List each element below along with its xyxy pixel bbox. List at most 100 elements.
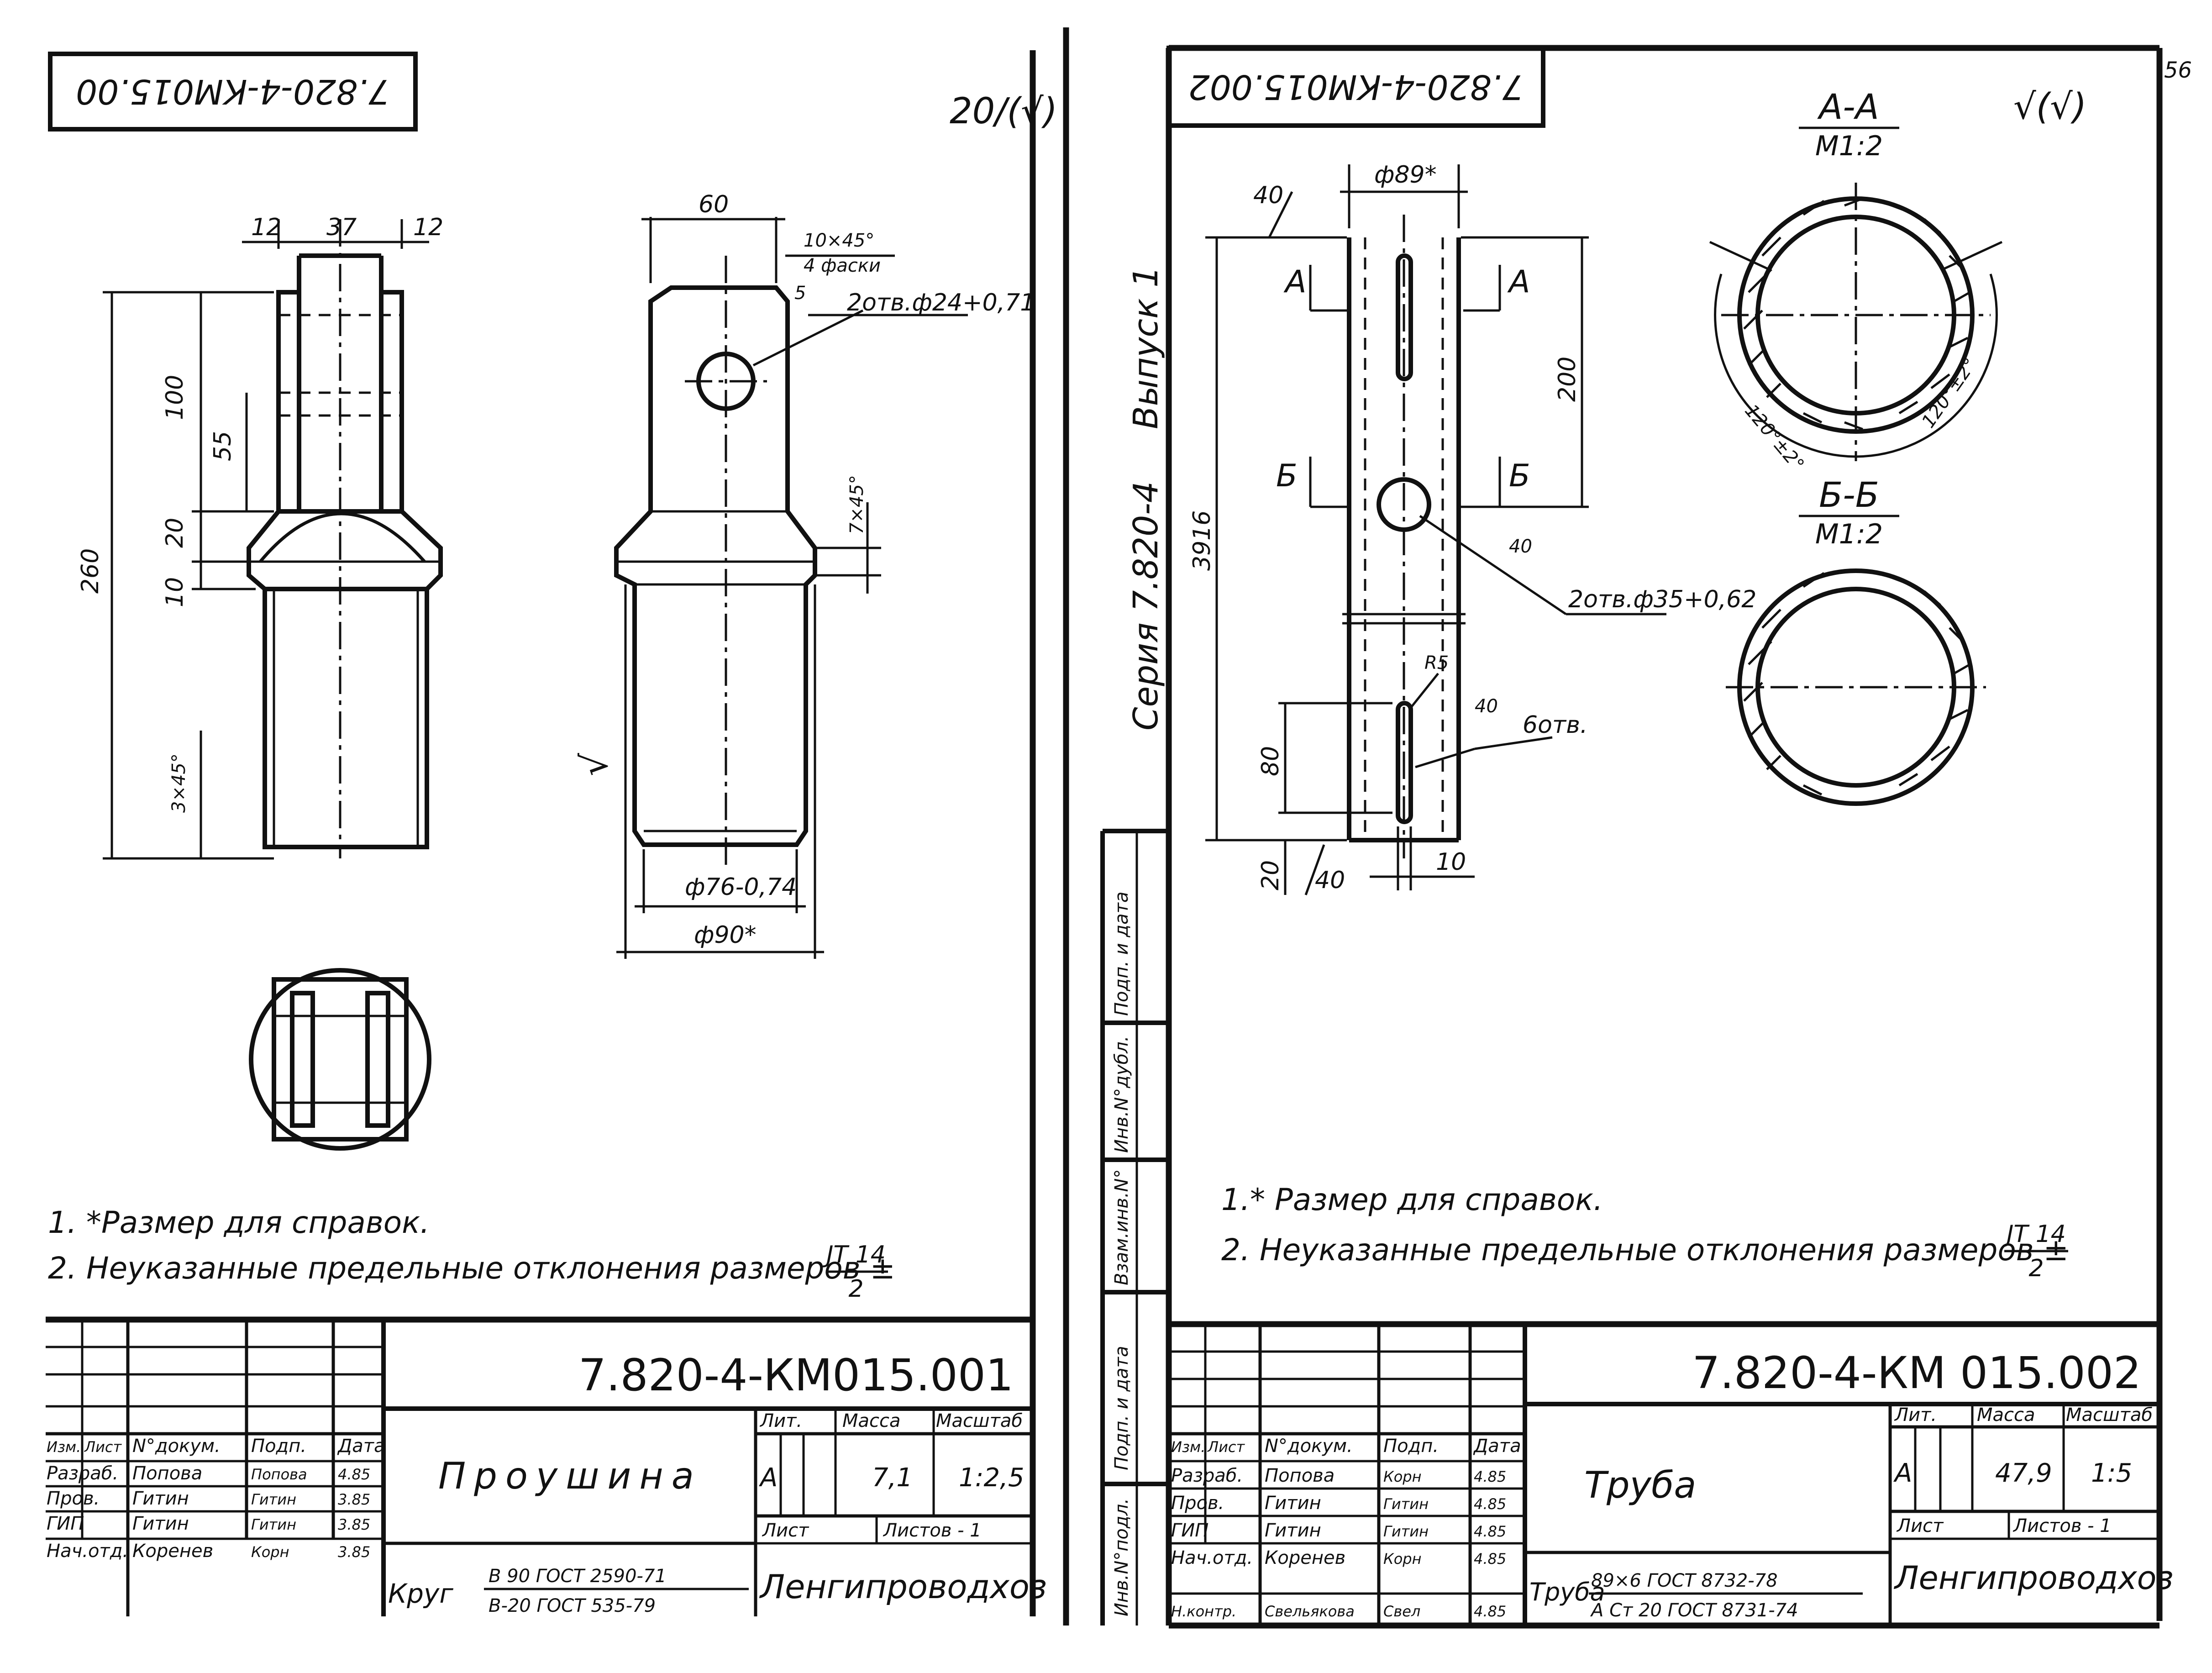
slot-callout-6: 6отв.: [1523, 711, 1587, 739]
left-sheet-label: Лист: [762, 1520, 809, 1541]
left-hdr-izm: Изм.: [47, 1438, 81, 1456]
left-lit-header: Лит.: [759, 1410, 802, 1431]
right-corner-stamp-box: [1166, 46, 1545, 128]
left-note-2: 2. Неуказанные предельные отклонения раз…: [48, 1251, 895, 1286]
dim-10-right: 10: [1436, 848, 1466, 876]
right-sheet: 56 7.820-4-КМ015.002 √(√) Инв.N°подл. По…: [1100, 45, 2192, 1629]
left-row-sign: Гитин: [251, 1491, 296, 1508]
left-hdr-list: Лист: [84, 1438, 122, 1456]
section-bb-hatch: [1743, 572, 1971, 796]
fork-prong-right-outer: [379, 290, 404, 514]
left-row-name: Попова: [132, 1463, 202, 1484]
binding-series: Серия 7.820-4: [1126, 481, 1166, 731]
dim-3916: 3916: [1188, 510, 1216, 571]
left-sheet: 7.820-4-КМ015.00 20/(√) 1: [46, 27, 1069, 1626]
right-sheets-label: Листов - 1: [2012, 1515, 2112, 1536]
dim-r5: R5: [1424, 652, 1449, 673]
binding-issue: Выпуск 1: [1126, 266, 1166, 429]
right-row-sign: Гитин: [1383, 1495, 1429, 1513]
right-row-role: Пров.: [1171, 1493, 1224, 1514]
section-bb: Б-Б М1:2: [1726, 474, 1986, 806]
left-row-name: Гитин: [132, 1488, 189, 1509]
left-row-date: 4.85: [338, 1466, 370, 1483]
dim-chamfer-3x45: 3×45°: [168, 753, 189, 813]
left-row-date: 3.85: [338, 1491, 370, 1508]
right-corner-stamp: 7.820-4-КМ015.002: [1188, 67, 1524, 106]
section-aa-scale: М1:2: [1815, 130, 1883, 162]
dim-20-right: 20: [1257, 860, 1284, 890]
right-row-date: 4.85: [1474, 1523, 1506, 1540]
left-note-2-den: 2: [848, 1275, 863, 1303]
right-scale-header: Масштаб: [2066, 1405, 2153, 1426]
left-row-sign: Попова: [251, 1466, 307, 1483]
dim-20: 20: [161, 518, 189, 548]
binding-field-inv: Инв.N°подл.: [1111, 1498, 1132, 1616]
right-row-date: 4.85: [1474, 1495, 1506, 1513]
dim-chamfer-7x45: 7×45°: [846, 475, 867, 534]
left-doc-number: 7.820-4-КМ015.001: [578, 1350, 1014, 1401]
hole-callout-24: 2отв.ф24+0,71: [847, 289, 1035, 316]
binding-field-vzam: Взам.инв.N°: [1111, 1169, 1132, 1285]
dim-d89: ф89*: [1374, 161, 1437, 189]
left-note-2-num: JT 14: [822, 1241, 886, 1268]
left-hdr-data: Дата: [337, 1436, 385, 1457]
pipe-slot-bottom: [1396, 701, 1413, 824]
right-row-name: Попова: [1265, 1465, 1335, 1486]
dim-200: 200: [1554, 357, 1581, 402]
dim-40-top: 40: [1253, 182, 1283, 209]
left-hdr-podp: Подп.: [251, 1436, 306, 1457]
dim-80: 80: [1257, 746, 1284, 776]
left-row-sign: Гитин: [251, 1516, 296, 1533]
dim-260: 260: [77, 548, 104, 594]
left-row-role: ГИП: [47, 1513, 84, 1534]
dim-40-bottom: 40: [1315, 867, 1345, 894]
right-hdr-podp: Подп.: [1383, 1436, 1439, 1457]
right-lit-header: Лит.: [1894, 1405, 1937, 1426]
end-view-circle: [249, 968, 431, 1151]
left-material-num: В 90 ГОСТ 2590-71: [489, 1566, 667, 1587]
left-row-sign: Корн: [251, 1543, 289, 1561]
left-corner-stamp-box: [48, 52, 418, 132]
right-row-name: Свельякова: [1265, 1603, 1355, 1620]
right-doc-number: 7.820-4-КМ 015.002: [1692, 1347, 2141, 1399]
right-row-name: Гитин: [1265, 1493, 1321, 1514]
chamfer-note-10x45: 10×45°: [804, 230, 874, 251]
left-material-den: В-20 ГОСТ 535-79: [489, 1595, 656, 1616]
right-hdr-list: Лист: [1207, 1438, 1245, 1456]
left-lit: А: [759, 1463, 778, 1493]
right-row-sign: Корн: [1383, 1468, 1422, 1485]
left-roughness: 20/(√): [950, 91, 1057, 132]
dim-12-right: 12: [413, 214, 443, 241]
dim-d76: ф76-0,74: [685, 873, 797, 901]
right-lit: А: [1893, 1458, 1912, 1488]
right-note-1: 1.* Размер для справок.: [1221, 1182, 1603, 1217]
left-scale-header: Масштаб: [936, 1410, 1023, 1431]
right-note-2-den: 2: [2028, 1255, 2044, 1282]
section-aa: А-А М1:2: [1709, 86, 2003, 475]
section-mark-a-left: А: [1283, 264, 1307, 300]
left-scale: 1:2,5: [959, 1463, 1025, 1493]
right-note-2: 2. Неуказанные предельные отклонения раз…: [1221, 1232, 2069, 1268]
right-row-sign: Свел: [1383, 1603, 1420, 1620]
dim-10: 10: [161, 577, 189, 607]
dim-5: 5: [794, 283, 806, 304]
binding-field-dubl: Инв.N°дубл.: [1111, 1036, 1132, 1153]
right-hdr-data: Дата: [1473, 1436, 1521, 1457]
left-row-name: Гитин: [132, 1513, 189, 1534]
side-roughness-mark: √: [573, 753, 616, 776]
section-bb-scale: М1:2: [1815, 518, 1883, 550]
left-row-date: 3.85: [338, 1543, 370, 1561]
right-roughness: √(√): [2013, 86, 2086, 127]
right-material-den: А Ст 20 ГОСТ 8731-74: [1590, 1600, 1798, 1621]
dim-40-slot: 40: [1475, 696, 1498, 717]
left-material-word: Круг: [388, 1578, 453, 1609]
binding-strip: Инв.N°подл. Подп. и дата Взам.инв.N° Инв…: [1100, 266, 1169, 1626]
fork-end-view: [249, 968, 431, 1151]
right-row-date: 4.85: [1474, 1603, 1506, 1620]
right-row-date: 4.85: [1474, 1550, 1506, 1568]
fork-body: [263, 587, 429, 849]
right-row-sign: Корн: [1383, 1550, 1422, 1568]
right-row-role: Н.контр.: [1171, 1603, 1236, 1620]
left-corner-stamp: 7.820-4-КМ015.00: [76, 72, 390, 111]
